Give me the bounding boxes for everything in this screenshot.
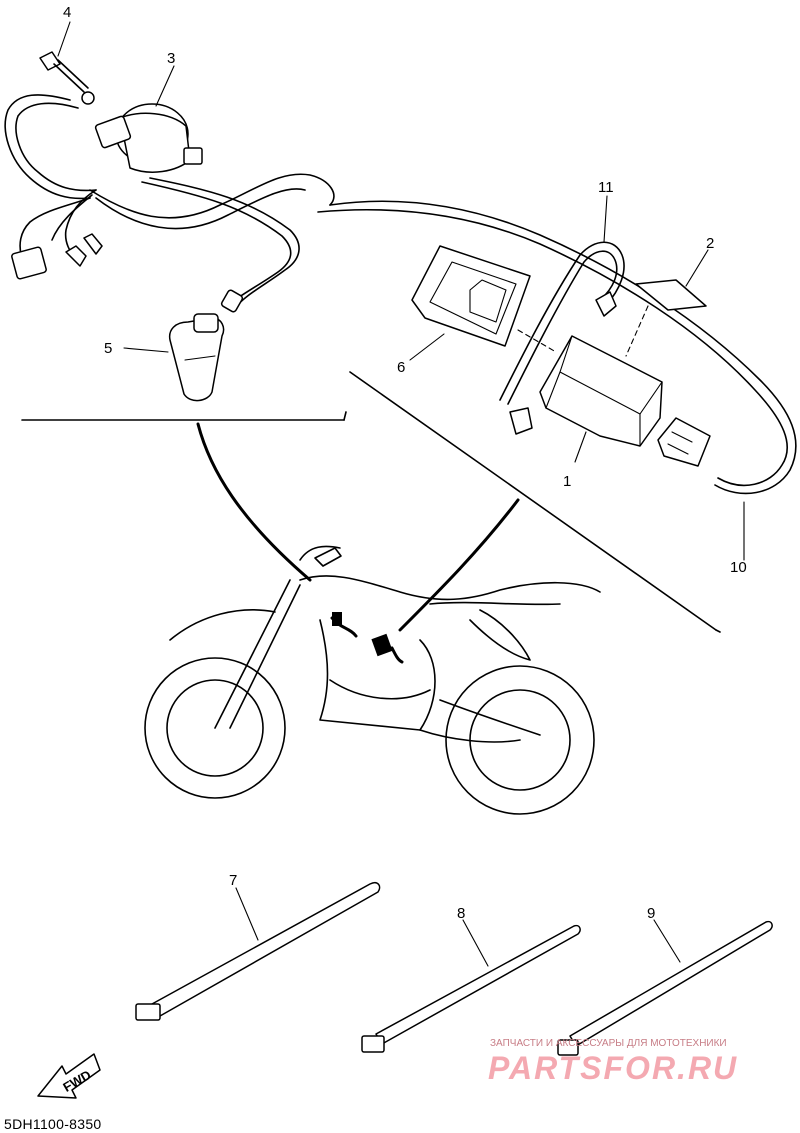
callout-9: 9: [647, 905, 655, 922]
motorcycle-outline: [144, 545, 601, 815]
drawing-code: 5DH1100-8350: [4, 1116, 102, 1132]
callout-4: 4: [63, 4, 71, 21]
callout-3: 3: [167, 50, 175, 67]
leader-lines: [57, 21, 745, 967]
callout-7: 7: [229, 872, 237, 889]
callout-5: 5: [104, 340, 112, 357]
callout-6: 6: [397, 359, 405, 376]
callout-2: 2: [706, 235, 714, 252]
cable-tie-8: [361, 924, 581, 1053]
section-dividers: [21, 371, 721, 633]
cable-tie-9: [557, 920, 773, 1056]
watermark-brand: PARTSFOR.RU: [488, 1050, 739, 1086]
fwd-arrow-icon: FWD: [37, 1053, 101, 1099]
cable-tie-7: [135, 881, 381, 1021]
callout-8: 8: [457, 905, 465, 922]
ignition-coil-assembly: [4, 51, 797, 495]
cdi-unit-assembly: [411, 241, 711, 467]
callout-1: 1: [563, 473, 571, 490]
callout-11: 11: [598, 179, 614, 196]
watermark-caption: ЗАПЧАСТИ И АКСЕССУАРЫ ДЛЯ МОТОТЕХНИКИ: [490, 1038, 727, 1049]
callout-10: 10: [730, 559, 747, 576]
